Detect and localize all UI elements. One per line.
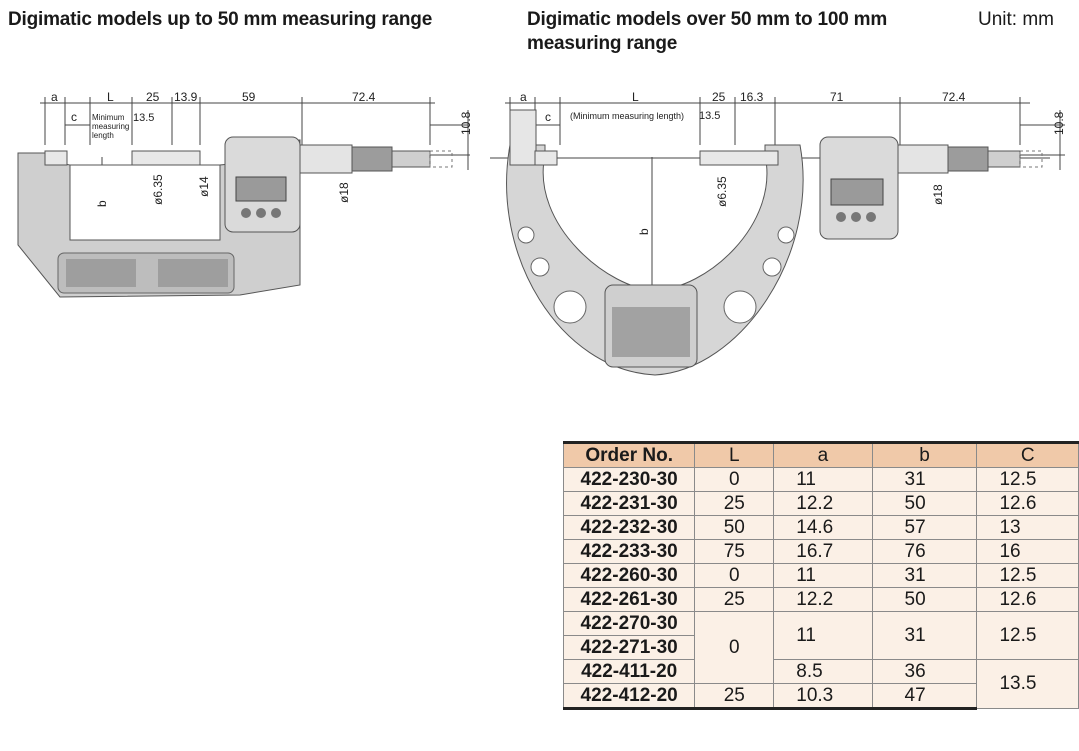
cell-L: 25 xyxy=(694,683,775,710)
right-dim-a: a xyxy=(520,90,527,104)
cell-L: 50 xyxy=(694,515,775,540)
left-dim-L: L xyxy=(107,90,114,104)
table-row: 422-232-30 50 14.6 57 13 xyxy=(562,515,1079,540)
cell-b: 57 xyxy=(871,515,978,540)
left-dim-72-4: 72.4 xyxy=(352,90,376,104)
order-no: 422-260-30 xyxy=(562,563,696,588)
left-dim-phi14: ø14 xyxy=(197,176,211,197)
cell-L: 25 xyxy=(694,491,775,516)
right-dim-10-8: 10.8 xyxy=(1052,111,1066,135)
left-min-len-2: measuring xyxy=(92,122,129,131)
order-no: 422-271-30 xyxy=(562,635,696,660)
left-dim-59: 59 xyxy=(242,90,256,104)
cell-b: 50 xyxy=(871,587,978,612)
spec-table: Order No. L a b C 422-230-30 0 11 31 12.… xyxy=(562,441,1079,710)
cell-C: 16 xyxy=(976,539,1079,564)
left-dim-c: c xyxy=(71,110,77,124)
table-row: 422-233-30 75 16.7 76 16 xyxy=(562,539,1079,564)
cell-a: 11 xyxy=(773,563,873,588)
cell-a: 14.6 xyxy=(773,515,873,540)
table-row: 422-412-20 25 10.3 47 xyxy=(562,683,1079,710)
right-dim-25: 25 xyxy=(712,90,726,104)
unit-label: Unit: mm xyxy=(978,9,1054,30)
order-no: 422-233-30 xyxy=(562,539,696,564)
heading-right: Digimatic models over 50 mm to 100 mm me… xyxy=(527,9,888,54)
right-dim-13-5: 13.5 xyxy=(699,110,720,122)
order-no: 422-270-30 xyxy=(562,611,696,636)
cell-L: 0 xyxy=(694,467,775,492)
cell-a: 12.2 xyxy=(773,491,873,516)
right-dim-b: b xyxy=(637,228,651,235)
cell-C: 12.5 xyxy=(976,563,1079,588)
left-dim-phi635: ø6.35 xyxy=(151,174,165,205)
right-dim-16-3: 16.3 xyxy=(740,90,764,104)
table-row: 422-271-30 xyxy=(562,635,1079,660)
order-no: 422-231-30 xyxy=(562,491,696,516)
heading-left: Digimatic models up to 50 mm measuring r… xyxy=(8,9,433,30)
cell-C: 12.6 xyxy=(976,587,1079,612)
right-dim-71: 71 xyxy=(830,90,844,104)
header-L: L xyxy=(694,441,775,468)
left-dim-a: a xyxy=(51,90,58,104)
cell-L-merged: 0 xyxy=(694,611,775,684)
left-micrometer-drawing: a L 25 13.9 59 72.4 c Minimum measuring … xyxy=(17,90,473,298)
cell-C: 12.6 xyxy=(976,491,1079,516)
cell-C: 13 xyxy=(976,515,1079,540)
table-row: 422-270-30 0 11 31 12.5 xyxy=(562,611,1079,684)
left-min-len-1: Minimum xyxy=(92,113,125,122)
order-no: 422-232-30 xyxy=(562,515,696,540)
cell-a-merged: 11 xyxy=(773,611,873,660)
cell-b: 76 xyxy=(871,539,978,564)
cell-L: 0 xyxy=(694,563,775,588)
left-dim-phi18: ø18 xyxy=(337,182,351,203)
table-header-row: Order No. L a b C xyxy=(562,441,1079,468)
header-C: C xyxy=(976,441,1079,468)
left-dim-b: b xyxy=(95,200,109,207)
table-row: 422-261-30 25 12.2 50 12.6 xyxy=(562,587,1079,612)
right-dim-c: c xyxy=(545,110,551,124)
cell-b: 31 xyxy=(871,563,978,588)
cell-a: 8.5 xyxy=(773,659,873,684)
left-dim-13-5: 13.5 xyxy=(133,112,154,124)
table-row: 422-231-30 25 12.2 50 12.6 xyxy=(562,491,1079,516)
cell-b: 31 xyxy=(871,467,978,492)
header-b: b xyxy=(871,441,978,468)
cell-a: 12.2 xyxy=(773,587,873,612)
order-no: 422-261-30 xyxy=(562,587,696,612)
cell-a: 16.7 xyxy=(773,539,873,564)
left-dim-10-8: 10.8 xyxy=(459,111,473,135)
cell-a: 11 xyxy=(773,467,873,492)
cell-L: 75 xyxy=(694,539,775,564)
order-no: 422-230-30 xyxy=(562,467,696,492)
left-min-len-3: length xyxy=(92,131,114,140)
table-row: 422-260-30 0 11 31 12.5 xyxy=(562,563,1079,588)
cell-a: 10.3 xyxy=(773,683,873,710)
right-dim-72-4: 72.4 xyxy=(942,90,966,104)
left-dim-25: 25 xyxy=(146,90,160,104)
cell-C-merged: 12.5 xyxy=(976,611,1079,660)
cell-b: 36 xyxy=(871,659,978,684)
right-dim-phi635: ø6.35 xyxy=(715,176,729,207)
left-dim-13-9: 13.9 xyxy=(174,90,198,104)
right-micrometer-drawing: a L 25 16.3 71 72.4 c (Minimum measuring… xyxy=(490,90,1066,376)
cell-b-merged: 31 xyxy=(871,611,978,660)
cell-C: 12.5 xyxy=(976,467,1079,492)
cell-L: 25 xyxy=(694,587,775,612)
right-min-len: (Minimum measuring length) xyxy=(570,111,684,121)
right-dim-phi18: ø18 xyxy=(931,184,945,205)
cell-b: 47 xyxy=(871,683,978,710)
table-row: 422-411-20 8.5 36 13.5 xyxy=(562,659,1079,709)
cell-C-merged: 13.5 xyxy=(976,659,1079,709)
order-no: 422-412-20 xyxy=(562,683,696,710)
header-a: a xyxy=(773,441,873,468)
header-order-no: Order No. xyxy=(562,441,696,468)
order-no: 422-411-20 xyxy=(562,659,696,684)
cell-b: 50 xyxy=(871,491,978,516)
right-dim-L: L xyxy=(632,90,639,104)
table-row: 422-230-30 0 11 31 12.5 xyxy=(562,467,1079,492)
